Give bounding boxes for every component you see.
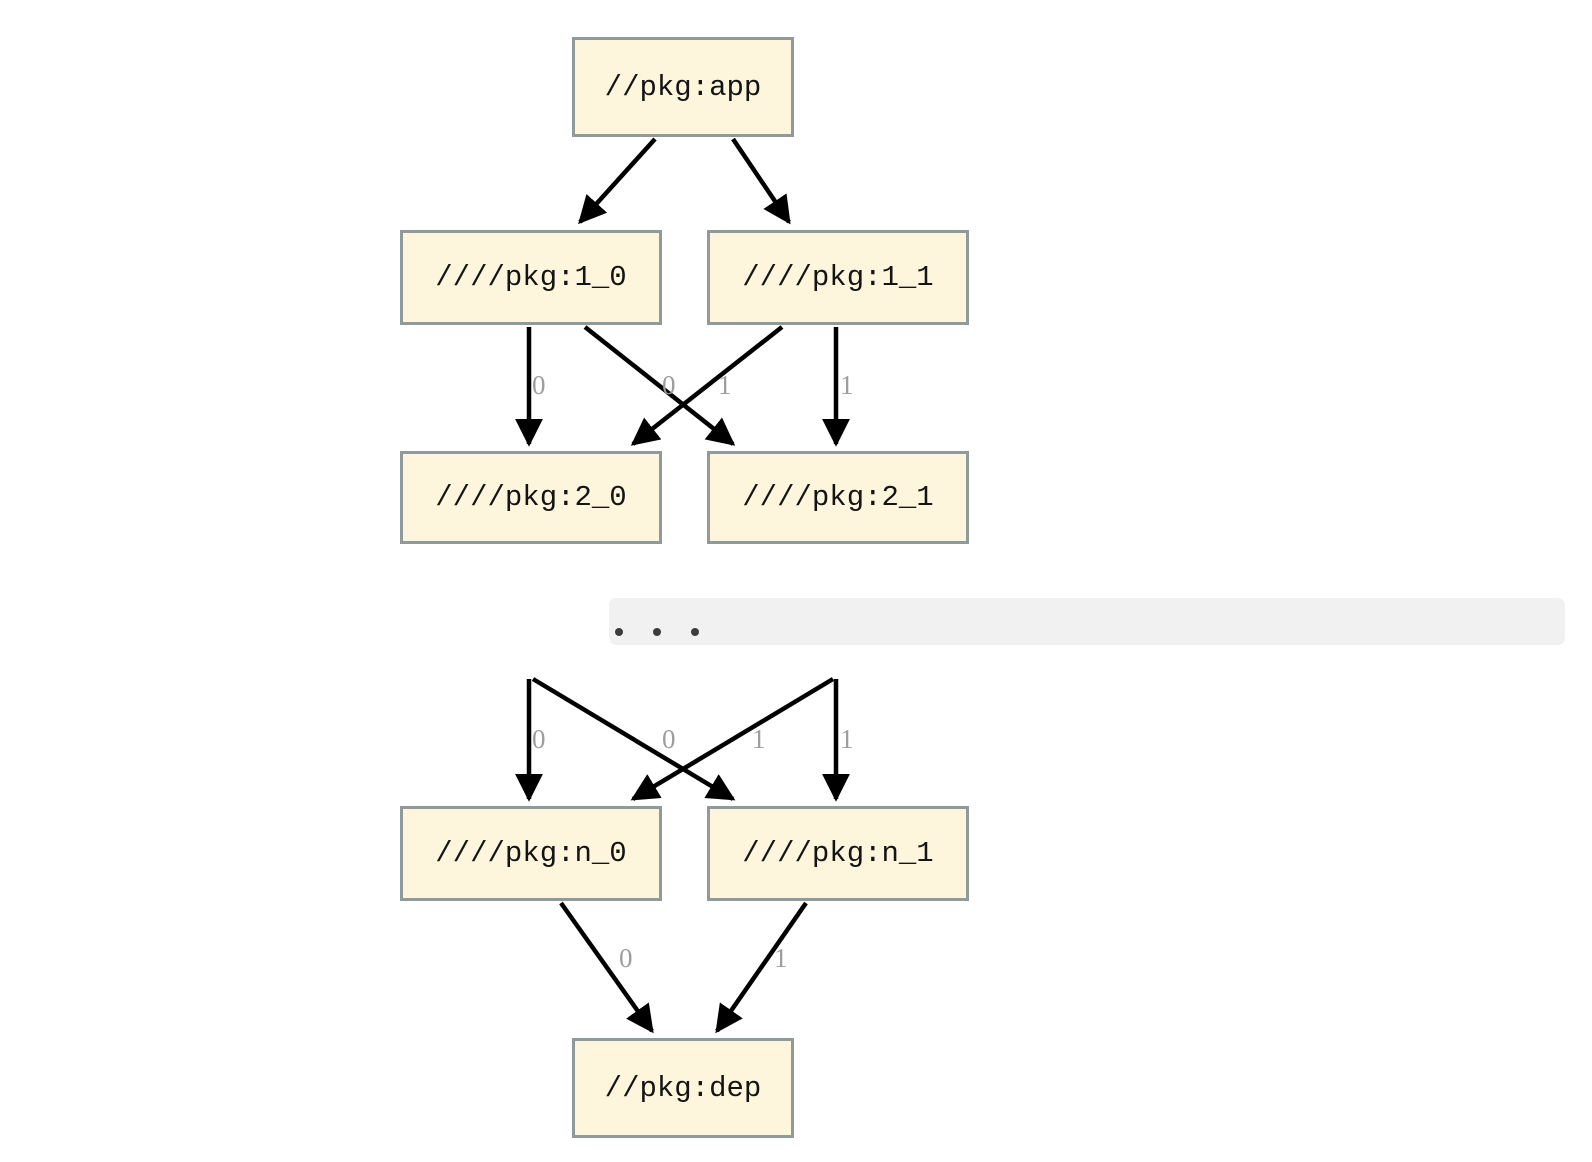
edge-label-1_0-2_1: 0: [662, 370, 676, 400]
node-pkg-1_0[interactable]: ////pkg:1_0: [400, 230, 662, 325]
node-pkg-1_1[interactable]: ////pkg:1_1: [707, 230, 969, 325]
edge-label-n_0-dep: 0: [619, 943, 633, 973]
node-label: //pkg:dep: [604, 1071, 762, 1105]
edge-n_0-to-dep: [559, 901, 654, 1034]
truncation-ellipsis-band: [609, 598, 1565, 645]
edge-app-to-1_0: [578, 137, 657, 225]
edge-app-to-1_1: [731, 137, 791, 225]
node-label: ////pkg:n_0: [435, 837, 627, 870]
edge-label-dangling-alt-n_0: 1: [752, 724, 766, 754]
node-label: ////pkg:1_1: [742, 261, 934, 294]
node-label: ////pkg:2_1: [742, 481, 934, 514]
edge-n_1-to-dep: [715, 901, 808, 1034]
ellipsis-dot: [653, 628, 661, 636]
edge-label-dangling-n_1: 0: [662, 724, 676, 754]
node-pkg-2_1[interactable]: ////pkg:2_1: [707, 451, 969, 544]
edge-dangling-to-n_1: [531, 677, 736, 801]
edge-label-n_1-dep: 1: [774, 943, 788, 973]
node-pkg-dep[interactable]: //pkg:dep: [572, 1038, 794, 1138]
node-label: ////pkg:1_0: [435, 261, 627, 294]
node-label: //pkg:app: [604, 70, 762, 104]
edge-label-1_0-2_0: 0: [532, 370, 546, 400]
edge-1_1-to-2_0: [630, 325, 784, 446]
node-label: ////pkg:n_1: [742, 837, 934, 870]
node-pkg-n_0[interactable]: ////pkg:n_0: [400, 806, 662, 901]
node-pkg-app[interactable]: //pkg:app: [572, 37, 794, 137]
ellipsis-dot: [691, 628, 699, 636]
node-pkg-n_1[interactable]: ////pkg:n_1: [707, 806, 969, 901]
edge-label-1_1-2_1: 1: [840, 370, 854, 400]
ellipsis-dots: [615, 628, 699, 636]
edge-label-dangling-alt-n_1: 1: [840, 724, 854, 754]
edge-1_0-to-2_1: [583, 325, 736, 446]
edge-label-1_1-2_0: 1: [718, 370, 732, 400]
ellipsis-dot: [615, 628, 623, 636]
node-label: ////pkg:2_0: [435, 481, 627, 514]
edge-label-dangling-n_0: 0: [532, 724, 546, 754]
node-pkg-2_0[interactable]: ////pkg:2_0: [400, 451, 662, 544]
edge-dangling-alt-to-n_0: [630, 677, 835, 801]
